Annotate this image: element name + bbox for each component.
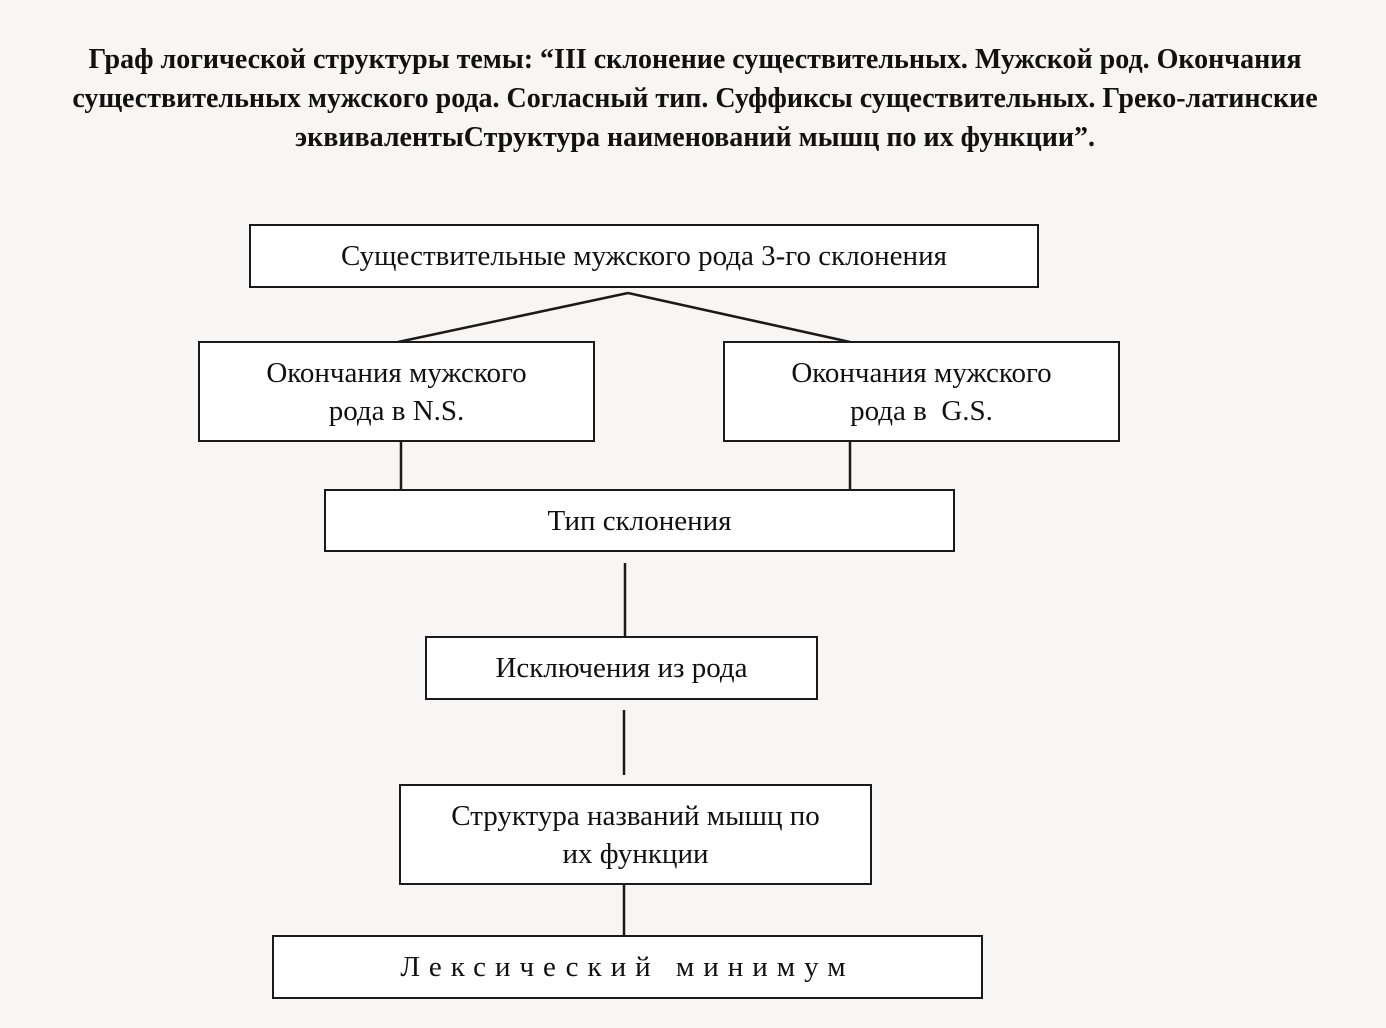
node-label: Тип склонения xyxy=(547,504,732,537)
connector-root-right xyxy=(627,291,851,344)
node-masculine-nouns-3rd-declension: Существительные мужского рода 3-го склон… xyxy=(249,224,1039,288)
connector-root-left xyxy=(397,291,629,344)
node-muscle-names-structure: Структура названий мышц по их функции xyxy=(399,784,872,885)
node-masculine-endings-gs: Окончания мужского рода в G.S. xyxy=(723,341,1120,442)
node-label-line2: рода в G.S. xyxy=(850,394,993,427)
node-label-line1: Окончания мужского xyxy=(266,356,527,389)
node-lexical-minimum: Лексический минимум xyxy=(272,935,983,999)
node-label-line1: Окончания мужского xyxy=(791,356,1052,389)
node-label-line2: рода в N.S. xyxy=(328,394,465,427)
node-masculine-endings-ns: Окончания мужского рода в N.S. xyxy=(198,341,595,442)
page-title: Граф логической структуры темы: “III скл… xyxy=(72,44,1318,153)
node-label-line1: Структура названий мышц по xyxy=(451,799,820,832)
node-label-line2: их функции xyxy=(562,837,709,870)
node-label: Исключения из рода xyxy=(495,652,748,684)
node-gender-exceptions: Исключения из рода xyxy=(425,636,818,700)
node-declension-type: Тип склонения xyxy=(324,489,955,552)
node-label: Существительные мужского рода 3-го склон… xyxy=(341,240,947,272)
node-label: Лексический минимум xyxy=(400,951,855,983)
